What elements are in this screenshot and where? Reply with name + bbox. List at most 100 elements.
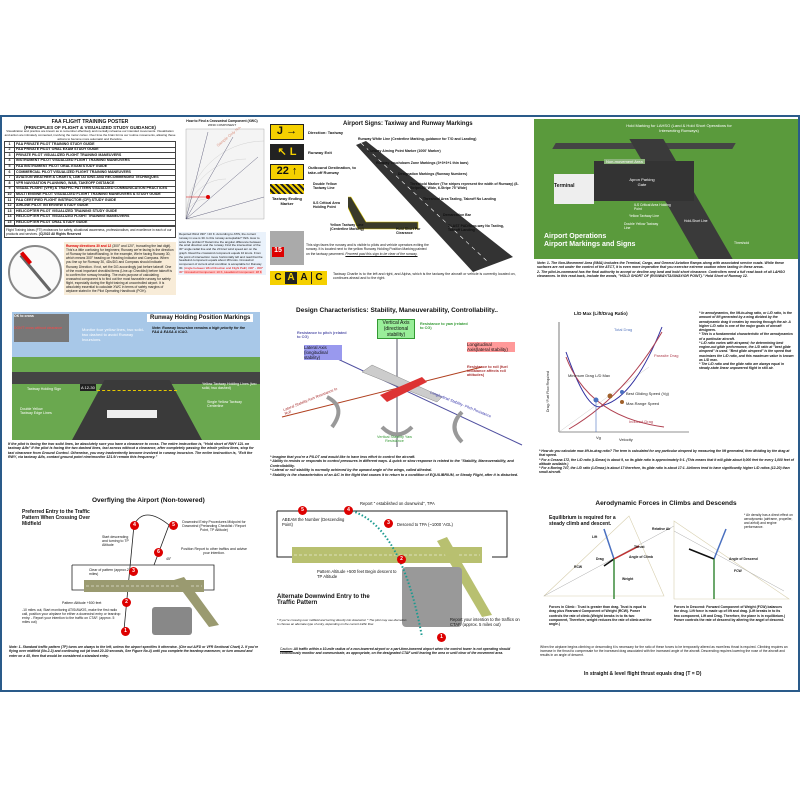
crosswind-title: How to Find a Crosswind Component (XWC) <box>186 119 258 123</box>
ld-note: * In aerodynamics, the lift-to-drag rati… <box>699 311 792 332</box>
airport-signs-panel: J → Direction: Taxiway ↖ L Runway Exit 2… <box>268 119 530 307</box>
design-bullet: * Ability to resists or responds to cont… <box>270 459 514 468</box>
overfly-subtitle: Preferred Entry to the Traffic Pattern W… <box>22 509 91 527</box>
x-tick-vg: Vg <box>596 435 601 440</box>
waypoint-marker: 5 <box>298 506 307 515</box>
training-poster: FAA FLIGHT TRAINING POSTER (PRINCIPLES O… <box>0 115 800 692</box>
aero-panel: Aerodynamic Forces in Climbs and Descend… <box>534 497 798 691</box>
diagram-label: Double Yellow Taxiway Line <box>624 222 659 230</box>
crosswind-text: Reported Wind 330° / 20 K. According to … <box>179 232 263 270</box>
aero-tagline: In straight & level flight thrust equals… <box>584 671 702 677</box>
max-range-point <box>607 393 613 399</box>
holding-sign-link: Proceed past this sign to be clear of th… <box>345 251 418 256</box>
signs-title: Airport Signs: Taxiway and Runway Markin… <box>343 121 473 127</box>
diagram-label: Angle of Descend <box>729 557 758 561</box>
diagram-label: RCW <box>574 565 583 569</box>
exit-label: Runway Exit <box>308 150 332 155</box>
ld-note: * The L/D ratio and the glide ratio are … <box>699 362 784 371</box>
holding-note: Note: Runway Incursion remains a high pr… <box>152 326 246 334</box>
aero-body-text: When the airplane begins climbing or des… <box>540 645 788 658</box>
waypoint-marker: 4 <box>130 521 139 530</box>
annotation-minimum-drag: Minimum Drag L/D Max <box>568 373 610 378</box>
holding-title: Runway Holding Position Markings <box>147 314 254 322</box>
vertical-stability-label: Vertical Stability Yaw Resistance <box>377 435 412 443</box>
lateral-axis-label: Lateral Axis (longitudinal stability) <box>304 345 342 360</box>
ending-label: Taxiway Ending Marker <box>272 196 302 206</box>
ld-note: * This is a fundamental characteristic o… <box>699 332 793 341</box>
waypoint-marker: 3 <box>384 519 393 528</box>
footer-note: Flight Training Ideas (FTI) endeavors fo… <box>6 228 172 237</box>
waypoint-marker: 1 <box>121 627 130 636</box>
alternate-report-label: Report " established on downwind", TPA <box>360 501 435 506</box>
diagram-label: ILS Critical Area Holding Point <box>634 203 671 211</box>
overfly-note: Note: 1- Standard traffic pattern (TP) t… <box>9 645 259 658</box>
poster-intro: Visualization and practice are known as … <box>4 129 176 141</box>
crosswind-subtitle: WIND COMPONENT <box>207 123 237 127</box>
overfly-downwind-label: Downwind Entry Procedures Midpoint for D… <box>182 520 246 532</box>
design-bullet: * Lateral or roll stability is normally … <box>270 468 433 473</box>
caac-c-right: C <box>312 272 326 284</box>
lahso-label: Hold Marking for LAHSO (Land & Hold Shor… <box>626 123 732 133</box>
terminal-label: Terminal <box>554 183 575 189</box>
diagram-label: Thrust <box>634 545 645 549</box>
tangent-line <box>558 366 650 433</box>
ld-note: * L/D ratio varies with airspeed; for de… <box>699 340 794 362</box>
alternate-title: Alternate Downwind Entry to the Traffic … <box>277 594 370 606</box>
diagram-label: Yellow Taxiway Holding Lines (two solid,… <box>202 382 257 390</box>
ok-to-cross-label: OK to cross <box>14 314 34 318</box>
holding-monitor: Monitor four yellow lines, two solid- tw… <box>82 327 145 342</box>
annotation-max-range: Max.Range Speed <box>626 401 659 406</box>
overfly-pattern-label: Pattern Altitude +500 feet <box>62 601 102 605</box>
caac-sign: C A A C <box>270 271 327 285</box>
forces-diagram <box>543 515 790 600</box>
crosswind-chart: Sample Only Not for Operational Use <box>185 119 266 220</box>
diagram-label: Threshold Area Taxiing, Takeoff No Landi… <box>423 197 496 201</box>
dont-cross-label: DON'T cross without clearance <box>14 326 63 330</box>
diagram-label: Runway Aiming Point Marker (1000' Marker… <box>368 149 441 153</box>
overfly-position-label: Position Report to other traffics and ad… <box>181 547 247 555</box>
taxiway-holding-sign: A 12-30 <box>80 384 96 391</box>
overfly-start-label: Start descending and turning to TP Altit… <box>102 535 129 547</box>
alternate-pattern-label: Pattern Altitude +500 feet Begin descent… <box>317 569 397 579</box>
compass-icon <box>8 245 62 299</box>
poster-subtitle: (PRINCIPLES OF FLIGHT & VISUALIZED STUDY… <box>24 125 156 130</box>
runway-direction-body: (300° and 120°, truncating the last digi… <box>66 244 174 294</box>
diagram-label: Taxiway Holding Sign <box>27 387 62 391</box>
waypoint-marker: 4 <box>344 506 353 515</box>
diagram-label: Hold-Short Line <box>684 219 708 223</box>
legend-total-drag: Total Drag <box>614 327 632 332</box>
copyright: (C)2022 All Rights Reserved <box>38 232 82 237</box>
alternate-notes: * If you're crossing over midfield and t… <box>277 618 407 626</box>
legend-max-range-marker <box>620 400 624 404</box>
axes-diagram <box>281 337 523 447</box>
waypoint-marker: 2 <box>397 555 406 564</box>
diagram-label: Angle of Climb <box>629 555 653 559</box>
aero-equilibrium: Equilibrium is required for a steady cli… <box>549 515 616 527</box>
ld-note: * For a Cessna 172, the L/D ratio (L/Dma… <box>539 457 794 466</box>
design-bullets: * Imagine that you're a PILOT and would … <box>270 455 525 477</box>
guide-label: HELICOPTER PILOT ORAL STUDY GUIDE <box>14 219 176 227</box>
crosswind-panel: How to Find a Crosswind Component (XWC) … <box>178 119 266 309</box>
diagram-label: Double Yellow Taxiway Line <box>313 182 337 190</box>
airport-ops-image: Hold Marking for LAHSO (Land & Hold Shor… <box>534 119 798 259</box>
terminal-building: Terminal <box>554 174 594 204</box>
caac-a-direction: A <box>297 272 311 284</box>
design-panel: Design Characteristics: Stability, Maneu… <box>262 307 532 497</box>
waypoint-marker: 2 <box>122 598 131 607</box>
taxiway-ending-marker <box>270 184 304 194</box>
diagram-label: BLAST PAD/Stop-way No Taxiing, Takeoff L… <box>448 224 504 232</box>
caution-label: Caution: <box>280 647 293 651</box>
diagram-label: Threshold Marker (The stripes represent … <box>410 182 519 190</box>
diagram-label: Single Yellow Taxiway Centerline <box>207 400 242 408</box>
ops-title-1: Airport Operations <box>544 233 607 240</box>
diagram-label: Runway White Line (Centerline Marking, g… <box>358 137 477 141</box>
legend-induced-drag: Induced Drag <box>629 419 653 424</box>
apron-label: Apron Parking Gate <box>629 177 655 187</box>
holding-text: If the pilot is facing the two solid lin… <box>8 442 254 460</box>
